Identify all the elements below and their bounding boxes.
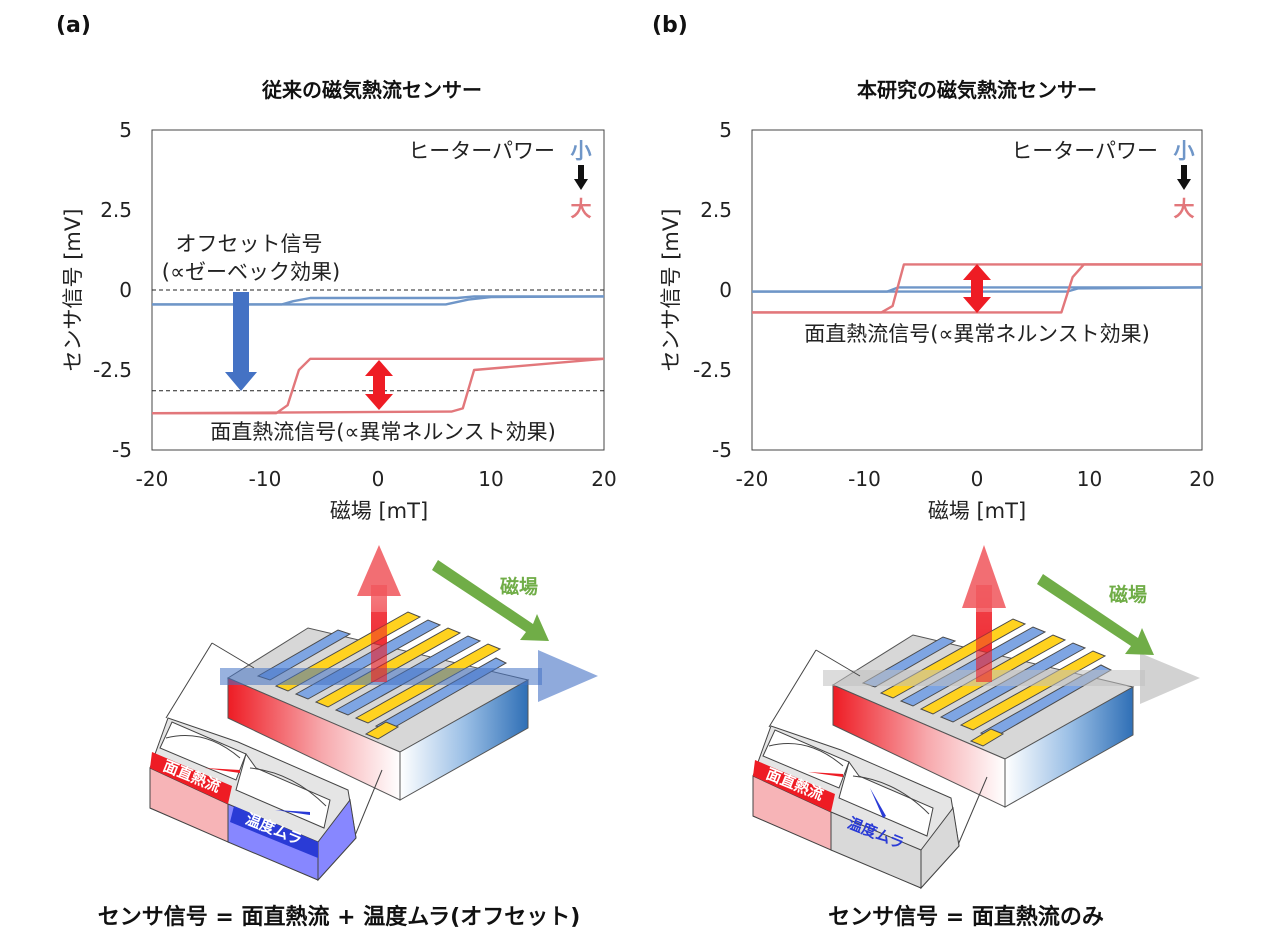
- y-tick-label: -2.5: [93, 358, 132, 382]
- x-tick-label: -20: [736, 467, 769, 491]
- chart-b: 5 2.5 0 -2.5 -5 -20 -10 0 10 20 磁場 [mT] センサ信号 [m…: [659, 118, 1215, 523]
- x-tick-label: -10: [249, 467, 282, 491]
- series-lines-a: [151, 295, 605, 415]
- chart-title-a: 従来の磁気熱流センサー: [261, 78, 482, 102]
- x-tick-label: 10: [478, 467, 503, 491]
- y-tick-label: -5: [112, 438, 132, 462]
- low-power-series-line: [752, 286, 1203, 293]
- chart-title-b: 本研究の磁気熱流センサー: [857, 78, 1097, 102]
- x-tick-label: 20: [1189, 467, 1214, 491]
- x-tick-labels-a: -20 -10 0 10 20: [136, 467, 617, 491]
- x-axis-label-b: 磁場 [mT]: [928, 499, 1026, 523]
- y-tick-label: 0: [119, 278, 132, 302]
- normal-heat-signal-label-a: 面直熱流信号(∝異常ネルンスト効果): [210, 420, 556, 444]
- chart-a: 5 2.5 0 -2.5 -5 -20 -10 0 10 20 磁場 [mT] センサ信号 [m…: [61, 118, 617, 523]
- x-tick-label: 0: [372, 467, 385, 491]
- legend-arrow-b: [1177, 165, 1191, 190]
- y-tick-labels-a: 5 2.5 0 -2.5 -5: [93, 118, 132, 462]
- series-lines-b: [752, 263, 1203, 314]
- plot-frame-b: [751, 129, 1203, 451]
- x-axis-label-a: 磁場 [mT]: [330, 499, 428, 523]
- field-label-b: 磁場: [1109, 583, 1147, 606]
- y-tick-label: -2.5: [693, 358, 732, 382]
- y-tick-label: 5: [719, 118, 732, 142]
- y-axis-label-b: センサ信号 [mV]: [659, 209, 683, 372]
- offset-signal-label: オフセット信号: [176, 232, 323, 256]
- legend-small-b: 小: [1174, 139, 1195, 163]
- y-axis-label-a: センサ信号 [mV]: [61, 209, 85, 372]
- x-tick-label: -10: [848, 467, 881, 491]
- y-tick-label: 2.5: [700, 198, 732, 222]
- normal-heat-signal-label-b: 面直熱流信号(∝異常ネルンスト効果): [804, 322, 1150, 346]
- offset-down-arrow: [225, 292, 257, 391]
- x-tick-label: -20: [136, 467, 169, 491]
- y-tick-labels-b: 5 2.5 0 -2.5 -5: [693, 118, 732, 462]
- panel-label-a: (a): [56, 13, 91, 38]
- legend-arrow-a: [574, 165, 588, 190]
- y-tick-label: 5: [119, 118, 132, 142]
- x-tick-labels-b: -20 -10 0 10 20: [736, 467, 1215, 491]
- device-illustration-a: 磁場 面直熱流 温度ムラ: [149, 545, 598, 882]
- signal-double-arrow-b: [963, 264, 991, 313]
- legend-large-a: 大: [571, 197, 592, 221]
- y-tick-label: 2.5: [100, 198, 132, 222]
- device-illustration-b: 磁場 面直熱流 温度ムラ: [752, 545, 1200, 890]
- caption-a: センサ信号 = 面直熱流 + 温度ムラ(オフセット): [98, 904, 581, 930]
- legend-small-a: 小: [571, 139, 592, 163]
- y-tick-label: -5: [712, 438, 732, 462]
- legend-title-b: ヒーターパワー: [1011, 139, 1158, 163]
- x-tick-label: 0: [971, 467, 984, 491]
- signal-double-arrow-a: [365, 360, 393, 410]
- x-tick-label: 10: [1077, 467, 1102, 491]
- legend-large-b: 大: [1174, 197, 1195, 221]
- legend-title-a: ヒーターパワー: [408, 139, 555, 163]
- x-tick-label: 20: [591, 467, 616, 491]
- y-tick-label: 0: [719, 278, 732, 302]
- high-power-series-line: [151, 357, 605, 415]
- high-power-series-line: [752, 263, 1202, 314]
- low-power-series-line: [152, 295, 605, 306]
- offset-signal-sublabel: (∝ゼーベック効果): [162, 260, 340, 284]
- caption-b: センサ信号 = 面直熱流のみ: [828, 904, 1104, 930]
- panel-label-b: (b): [652, 13, 688, 38]
- field-label-a: 磁場: [500, 575, 538, 598]
